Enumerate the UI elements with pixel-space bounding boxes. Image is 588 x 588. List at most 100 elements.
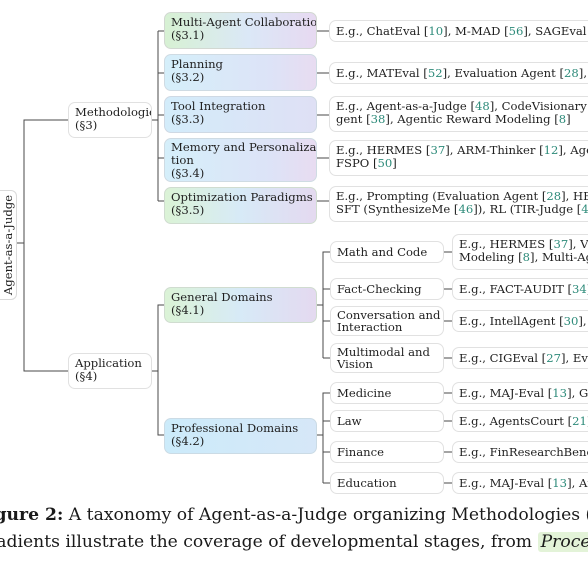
example-text: E.g., FinResearchBench [	[459, 445, 588, 459]
example-law: E.g., AgentsCourt [21], S	[452, 410, 588, 432]
category-memory: Memory and Personaliza- tion (§3.4)	[164, 138, 317, 182]
methodologies-label: Methodologies	[75, 105, 151, 119]
citation-number: 28	[564, 66, 579, 80]
citation-number: 34	[572, 282, 587, 296]
example-text: E.g., MATEval [52], Evaluation Agent [28…	[336, 66, 588, 80]
item-label: Math and Code	[337, 245, 428, 259]
example-math-code: E.g., HERMES [37], Ver Modeling [8], Mul…	[452, 234, 588, 270]
example-text: E.g., AgentsCourt [21], S	[459, 414, 588, 428]
category-label-cont: tion	[171, 153, 194, 167]
caption-text: A taxonomy of Agent-as-a-Judge organizin…	[63, 505, 588, 525]
methodologies-node: Methodologies (§3)	[68, 102, 152, 138]
citation-number: 56	[508, 24, 524, 38]
citation-number: 48	[474, 99, 490, 113]
caption-highlight: Procedu	[537, 532, 588, 552]
category-multi-agent: Multi-Agent Collaboration (§3.1)	[164, 12, 317, 49]
category-optimization: Optimization Paradigms (§3.5)	[164, 187, 317, 224]
citation-number: 8	[558, 112, 567, 126]
figure-caption: igure 2: A taxonomy of Agent-as-a-Judge …	[0, 502, 588, 556]
category-tool-integration: Tool Integration (§3.3)	[164, 96, 317, 133]
example-planning: E.g., MATEval [52], Evaluation Agent [28…	[329, 62, 588, 84]
item-label: Conversation and	[337, 308, 441, 322]
item-medicine: Medicine	[330, 382, 444, 404]
example-text-cont: SFT (SynthesizeMe [46]), RL (TIR-Judge […	[336, 202, 588, 216]
example-text: E.g., Agent-as-a-Judge [48], CodeVisiona…	[336, 99, 588, 113]
item-math-code: Math and Code	[330, 241, 444, 263]
citation-number: 46	[458, 202, 474, 216]
example-text-cont: FSPO [50]	[336, 156, 397, 170]
citation-number: 21	[572, 414, 587, 428]
citation-number: 30	[563, 314, 579, 328]
citation-number: 47	[581, 202, 588, 216]
citation-number: 12	[543, 143, 559, 157]
category-label: Optimization Paradigms	[171, 190, 313, 204]
domain-section: (§4.2)	[171, 434, 205, 448]
category-section: (§3.4)	[171, 166, 205, 180]
item-label: Law	[337, 414, 362, 428]
category-label: Planning	[171, 57, 223, 71]
category-label: Multi-Agent Collaboration	[171, 15, 317, 29]
example-text: E.g., HERMES [37], Ver	[459, 237, 588, 251]
item-label: Finance	[337, 445, 384, 459]
example-multimodal: E.g., CIGEval [27], Evalu	[452, 347, 588, 369]
example-text: E.g., HERMES [37], ARM-Thinker [12], Age…	[336, 143, 588, 157]
citation-number: 10	[428, 24, 444, 38]
caption-line-1: igure 2: A taxonomy of Agent-as-a-Judge …	[0, 502, 588, 529]
example-conversation: E.g., IntellAgent [30], ES	[452, 310, 588, 332]
citation-number: 52	[427, 66, 443, 80]
category-section: (§3.2)	[171, 70, 205, 84]
item-label: Education	[337, 476, 397, 490]
caption-line-2: radients illustrate the coverage of deve…	[0, 529, 588, 556]
category-section: (§3.1)	[171, 28, 205, 42]
domain-label: Professional Domains	[171, 421, 299, 435]
application-label: Application	[75, 356, 142, 370]
domain-label: General Domains	[171, 290, 273, 304]
example-text: E.g., Prompting (Evaluation Agent [28], …	[336, 189, 588, 203]
example-memory: E.g., HERMES [37], ARM-Thinker [12], Age…	[329, 140, 588, 176]
example-text-cont: Modeling [8], Multi-Age	[459, 250, 588, 264]
item-label: Fact-Checking	[337, 282, 422, 296]
citation-number: 13	[552, 386, 568, 400]
citation-number: 37	[553, 237, 569, 251]
caption-text-cont: radients illustrate the coverage of deve…	[0, 532, 538, 552]
root-label: Agent-as-a-Judge	[1, 194, 15, 296]
example-text: E.g., IntellAgent [30], ES	[459, 314, 588, 328]
category-section: (§3.3)	[171, 112, 205, 126]
example-medicine: E.g., MAJ-Eval [13], GEN	[452, 382, 588, 404]
item-education: Education	[330, 472, 444, 494]
category-label: Memory and Personaliza-	[171, 140, 317, 154]
category-section: (§3.5)	[171, 203, 205, 217]
citation-number: 8	[522, 250, 531, 264]
item-fact-checking: Fact-Checking	[330, 278, 444, 300]
example-text: E.g., ChatEval [10], M-MAD [56], SAGEval…	[336, 24, 588, 38]
example-text: E.g., CIGEval [27], Evalu	[459, 351, 588, 365]
citation-number: 27	[546, 351, 561, 365]
domain-professional: Professional Domains (§4.2)	[164, 418, 317, 454]
category-label: Tool Integration	[171, 99, 266, 113]
domain-general: General Domains (§4.1)	[164, 287, 317, 323]
example-fact-checking: E.g., FACT-AUDIT [34], U	[452, 278, 588, 300]
example-education: E.g., MAJ-Eval [13], Auto	[452, 472, 588, 494]
item-finance: Finance	[330, 441, 444, 463]
domain-section: (§4.1)	[171, 303, 205, 317]
example-text: E.g., MAJ-Eval [13], Auto	[459, 476, 588, 490]
example-optimization: E.g., Prompting (Evaluation Agent [28], …	[329, 186, 588, 222]
root-node: Agent-as-a-Judge	[0, 190, 17, 300]
category-planning: Planning (§3.2)	[164, 54, 317, 91]
item-multimodal: Multimodal and Vision	[330, 343, 444, 373]
citation-number: 37	[430, 143, 446, 157]
item-label: Multimodal and	[337, 345, 430, 359]
item-label-cont: Interaction	[337, 319, 403, 334]
citation-number: 13	[552, 476, 568, 490]
item-label: Medicine	[337, 386, 392, 400]
example-text-cont: gent [38], Agentic Reward Modeling [8]	[336, 112, 571, 126]
application-node: Application (§4)	[68, 353, 152, 389]
example-tool-integration: E.g., Agent-as-a-Judge [48], CodeVisiona…	[329, 96, 588, 132]
citation-number: 38	[370, 112, 386, 126]
citation-number: 50	[377, 156, 393, 170]
item-label-cont: Vision	[337, 356, 373, 371]
citation-number: 28	[546, 189, 562, 203]
item-law: Law	[330, 410, 444, 432]
caption-label: igure 2:	[0, 505, 64, 525]
methodologies-section: (§3)	[75, 118, 98, 132]
